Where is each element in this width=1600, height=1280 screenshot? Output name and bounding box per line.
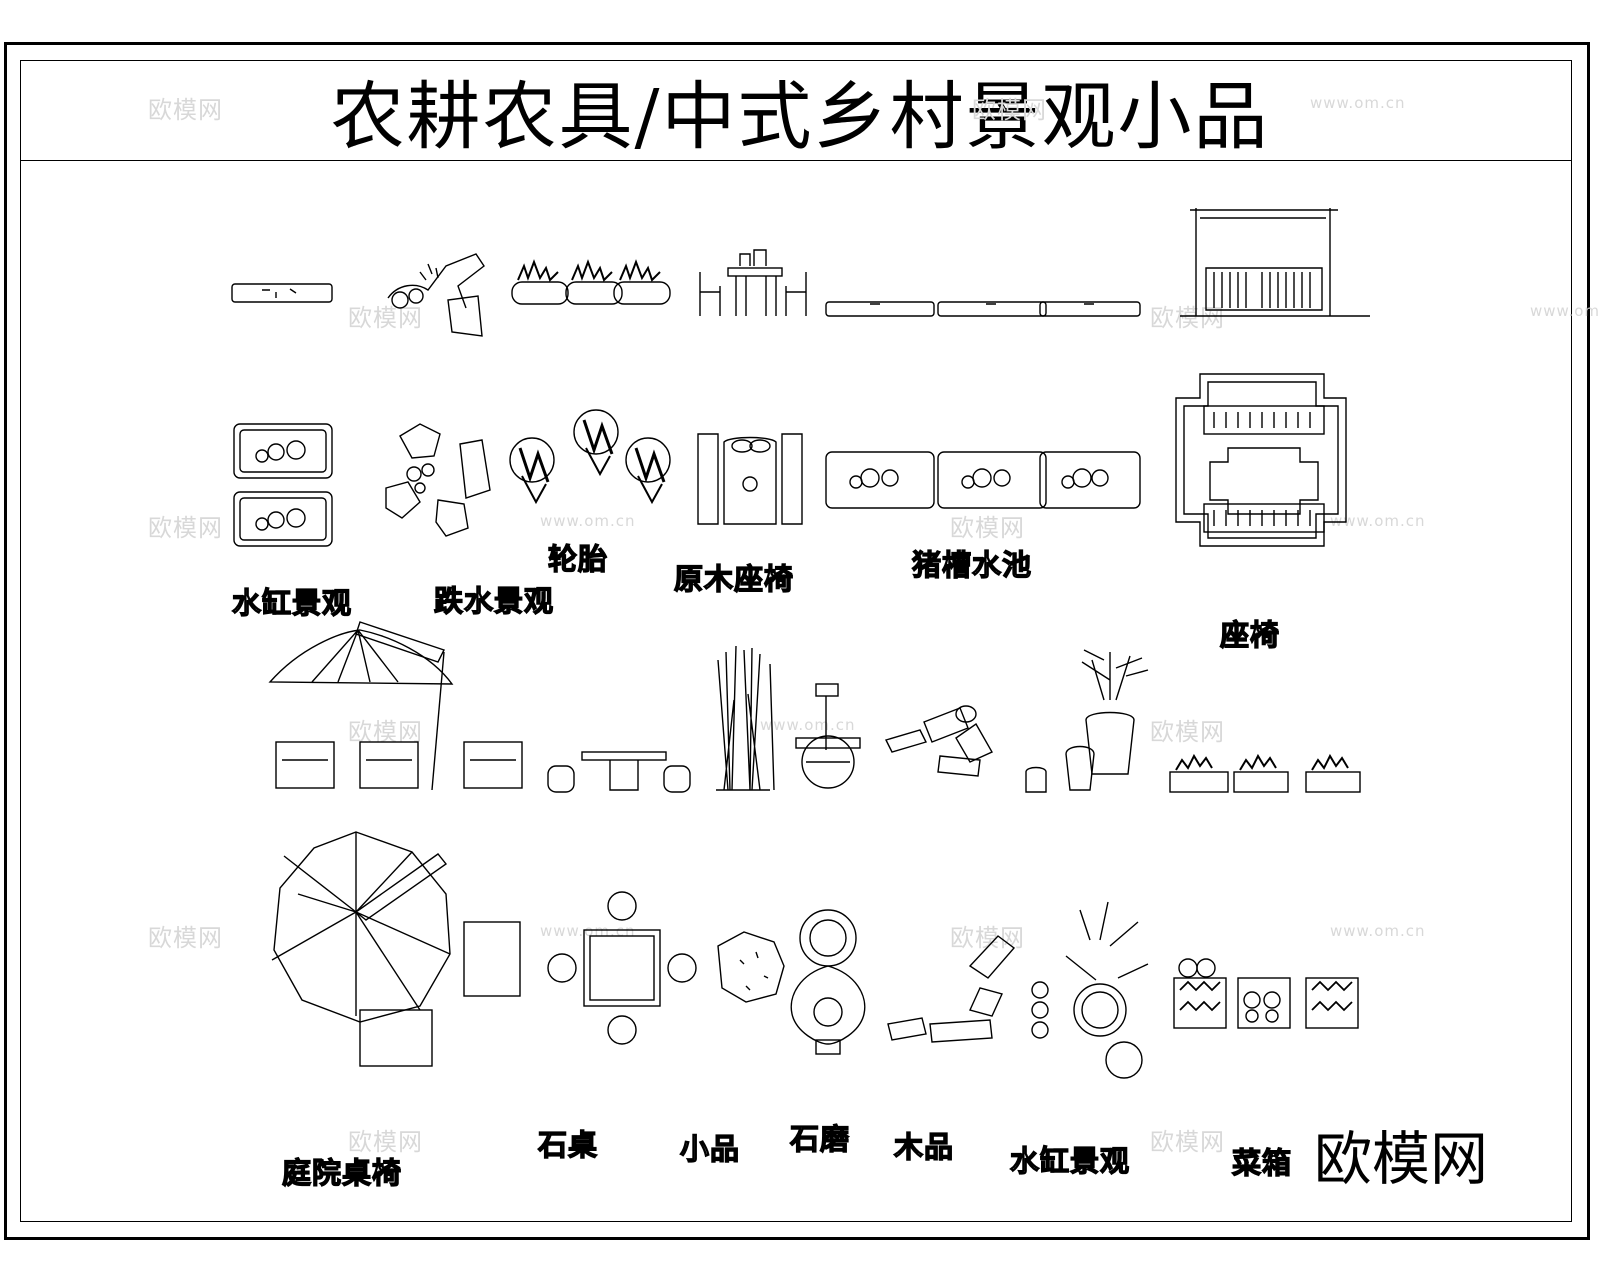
- watermark-logo: 欧模网: [1150, 304, 1225, 332]
- watermark-logo: 欧模网: [348, 304, 423, 332]
- label-cascade-landscape: 跌水景观: [433, 583, 555, 618]
- elev-umbrella-set: [268, 621, 523, 791]
- elev-troughs: [825, 301, 1141, 317]
- plan-troughs: [825, 451, 1141, 509]
- label-wood-item: 木品: [893, 1129, 955, 1164]
- plan-cascade: [385, 423, 491, 537]
- plan-stone-mill: [790, 909, 866, 1055]
- elev-bench-frame: [1180, 208, 1370, 317]
- label-water-tank-landscape-2: 水缸景观: [1009, 1143, 1131, 1178]
- label-bench: 座椅: [1219, 617, 1281, 652]
- watermark-logo: 欧模网: [148, 96, 223, 124]
- watermark-logo: 欧模网: [1150, 718, 1225, 746]
- watermark-logo: 欧模网: [1150, 1128, 1225, 1156]
- elev-table-chairs: [699, 249, 807, 316]
- plan-small-item: [717, 931, 785, 1003]
- elev-tire-planters: [511, 259, 671, 305]
- elev-trough-small: [231, 283, 333, 303]
- watermark-logo: 欧模网: [148, 924, 223, 952]
- label-courtyard-table: 庭院桌椅: [281, 1155, 403, 1190]
- watermark-url: www.om.cn: [1310, 94, 1406, 112]
- label-water-tank-landscape: 水缸景观: [231, 585, 353, 620]
- label-small-item: 小品: [679, 1131, 741, 1166]
- label-stone-mill: 石磨: [789, 1121, 851, 1156]
- label-stone-table: 石桌: [537, 1127, 599, 1162]
- plan-wood-item: [887, 935, 1016, 1043]
- plan-bench-courtyard: [1175, 373, 1347, 547]
- title-divider: [20, 160, 1572, 161]
- plan-water-tank-veg: [1031, 901, 1359, 1079]
- watermark-logo: 欧模网: [950, 514, 1025, 542]
- elev-bamboo-poles: [716, 645, 775, 791]
- label-trough-pool: 猪槽水池: [911, 547, 1033, 582]
- watermark-url: www.om.cn: [1330, 922, 1426, 940]
- label-veg-box: 菜箱: [1231, 1145, 1293, 1180]
- watermark-logo: 欧模网: [972, 96, 1047, 124]
- elev-stone-table: [547, 751, 691, 793]
- label-log-bench: 原木座椅: [673, 561, 795, 596]
- watermark-logo: 欧模网: [148, 514, 223, 542]
- elev-stone-mill: [795, 683, 861, 789]
- elev-water-tank-plants: [1025, 649, 1361, 793]
- plan-stone-table: [547, 891, 697, 1045]
- inner-frame: [20, 60, 1572, 1222]
- elev-wood-pile: [884, 705, 993, 777]
- plan-tires: [509, 409, 671, 505]
- watermark-url: www.om.cn: [540, 512, 636, 530]
- plan-water-tanks: [233, 423, 333, 547]
- plan-log-bench: [697, 433, 803, 525]
- plan-umbrella-set: [271, 831, 521, 1067]
- watermark-url: www.om.cn: [1330, 512, 1426, 530]
- label-tire: 轮胎: [547, 541, 609, 576]
- brand-logo-text: 欧模网: [1314, 1125, 1489, 1193]
- elev-cascade: [387, 253, 485, 337]
- watermark-url: www.om.cn: [1530, 302, 1600, 320]
- watermark-url: www.om.cn: [760, 716, 856, 734]
- sheet-title: 农耕农具/中式乡村景观小品: [330, 73, 1270, 160]
- outer-frame: [4, 42, 1590, 1240]
- watermark-logo: 欧模网: [348, 1128, 423, 1156]
